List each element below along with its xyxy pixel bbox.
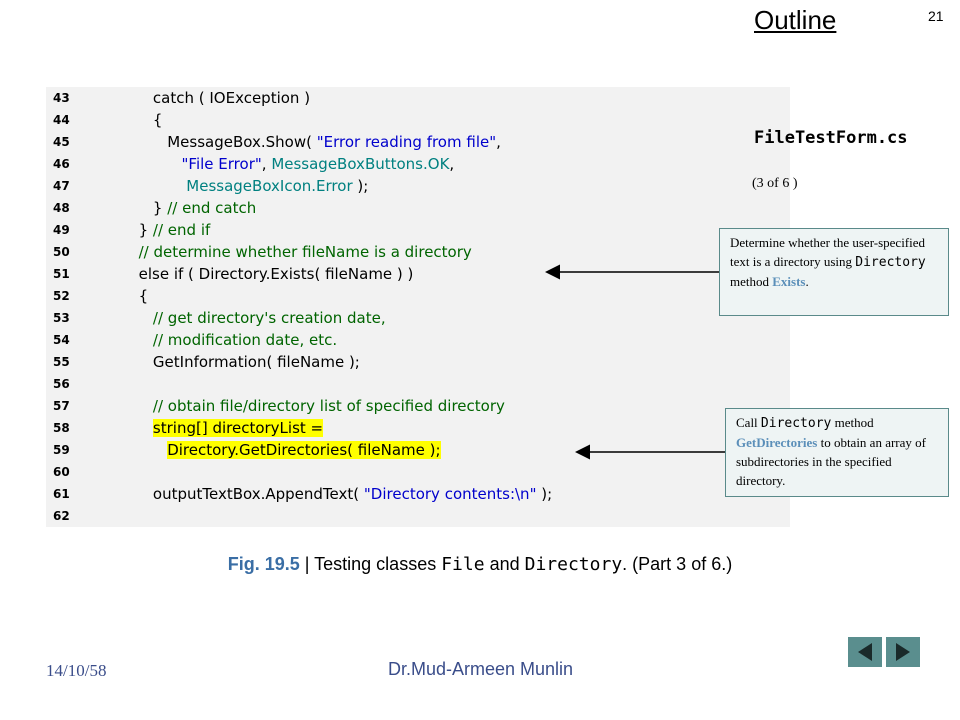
line-number: 50 — [53, 245, 70, 259]
code-line: 59 Directory.GetDirectories( fileName ); — [46, 439, 790, 461]
line-number: 51 — [53, 267, 70, 281]
callout-getdirectories: Call Directory method GetDirectories to … — [725, 408, 949, 497]
code-line: 44 { — [46, 109, 790, 131]
code-text: // obtain file/directory list of specifi… — [152, 397, 505, 415]
callout-text: . — [805, 274, 809, 289]
code-text: } // end catch — [110, 199, 257, 217]
line-number: 55 — [53, 355, 70, 369]
next-slide-button[interactable] — [886, 637, 920, 667]
code-text: catch ( IOException ) — [110, 89, 311, 107]
code-line: 57 // obtain file/directory list of spec… — [46, 395, 790, 417]
caption-class-directory: Directory — [524, 554, 623, 575]
line-number: 45 — [53, 135, 70, 149]
code-text: outputTextBox.AppendText( "Directory con… — [110, 485, 553, 503]
code-line: 51 else if ( Directory.Exists( fileName … — [46, 263, 790, 285]
code-text: { — [110, 287, 149, 305]
code-text: MessageBoxIcon.Error ); — [186, 177, 369, 195]
code-text: // modification date, etc. — [152, 331, 338, 349]
code-line: 43 catch ( IOException ) — [46, 87, 790, 109]
line-number: 54 — [53, 333, 70, 347]
footer-date: 14/10/58 — [46, 661, 107, 680]
code-line: 49 } // end if — [46, 219, 790, 241]
callout-method-name: GetDirectories — [736, 435, 818, 450]
footer-author: Dr.Mud-Armeen Munlin — [388, 659, 574, 679]
code-line: 58 string[] directoryList = — [46, 417, 790, 439]
callout-class-name: Directory — [855, 255, 926, 270]
code-text: // determine whether fileName is a direc… — [138, 243, 472, 261]
figure-caption: Fig. 19.5 | Testing classes File and Dir… — [0, 554, 960, 575]
caption-class-file: File — [441, 554, 485, 575]
code-text: "File Error", MessageBoxButtons.OK, — [181, 155, 455, 173]
line-number: 53 — [53, 311, 70, 325]
code-line: 52 { — [46, 285, 790, 307]
line-number: 46 — [53, 157, 70, 171]
caption-text: | Testing classes — [299, 554, 442, 574]
line-number: 43 — [53, 91, 70, 105]
code-text: else if ( Directory.Exists( fileName ) ) — [110, 265, 414, 283]
callout-text: method — [730, 274, 773, 289]
line-number: 44 — [53, 113, 70, 127]
code-text: Directory.GetDirectories( fileName ); — [167, 441, 441, 459]
code-text: GetInformation( fileName ); — [110, 353, 360, 371]
caption-text: and — [484, 554, 525, 574]
code-text: { — [110, 111, 163, 129]
code-text: MessageBox.Show( "Error reading from fil… — [110, 133, 501, 151]
callout-text: to obtain an array of subdirectories in … — [736, 435, 926, 488]
line-number: 52 — [53, 289, 70, 303]
triangle-right-icon — [896, 643, 910, 661]
code-line: 55 GetInformation( fileName ); — [46, 351, 790, 373]
callout-exists: Determine whether the user-specified tex… — [719, 228, 949, 316]
line-number: 60 — [53, 465, 70, 479]
code-line: 54 // modification date, etc. — [46, 329, 790, 351]
line-number: 59 — [53, 443, 70, 457]
line-number: 56 — [53, 377, 70, 391]
code-text: // get directory's creation date, — [152, 309, 386, 327]
previous-slide-button[interactable] — [848, 637, 882, 667]
code-line: 61 outputTextBox.AppendText( "Directory … — [46, 483, 790, 505]
code-text: string[] directoryList = — [152, 419, 324, 437]
code-line: 56 — [46, 373, 790, 395]
code-line: 60 — [46, 461, 790, 483]
code-line: 47 MessageBoxIcon.Error ); — [46, 175, 790, 197]
file-name: FileTestForm.cs — [754, 128, 908, 148]
line-number: 61 — [53, 487, 70, 501]
outline-title: Outline — [754, 5, 837, 35]
line-number: 58 — [53, 421, 70, 435]
code-line: 48 } // end catch — [46, 197, 790, 219]
page-indicator: (3 of 6 ) — [752, 176, 798, 191]
code-text: } // end if — [110, 221, 211, 239]
code-line: 45 MessageBox.Show( "Error reading from … — [46, 131, 790, 153]
code-line: 62 — [46, 505, 790, 527]
callout-text: Call — [736, 415, 761, 430]
line-number: 48 — [53, 201, 70, 215]
callout-text: Determine whether the user-specified tex… — [730, 235, 926, 269]
caption-text: . (Part 3 of 6.) — [622, 554, 733, 574]
line-number: 47 — [53, 179, 70, 193]
line-number: 49 — [53, 223, 70, 237]
line-number: 62 — [53, 509, 70, 523]
slide-number: 21 — [928, 8, 944, 24]
callout-text: method — [831, 415, 874, 430]
callout-method-name: Exists — [772, 274, 806, 289]
figure-label: Fig. 19.5 — [227, 554, 300, 574]
callout-class-name: Directory — [760, 416, 832, 431]
code-line: 50 // determine whether fileName is a di… — [46, 241, 790, 263]
code-line: 53 // get directory's creation date, — [46, 307, 790, 329]
triangle-left-icon — [858, 643, 872, 661]
code-panel: 43 catch ( IOException )44 {45 MessageBo… — [46, 87, 790, 527]
line-number: 57 — [53, 399, 70, 413]
code-line: 46 "File Error", MessageBoxButtons.OK, — [46, 153, 790, 175]
